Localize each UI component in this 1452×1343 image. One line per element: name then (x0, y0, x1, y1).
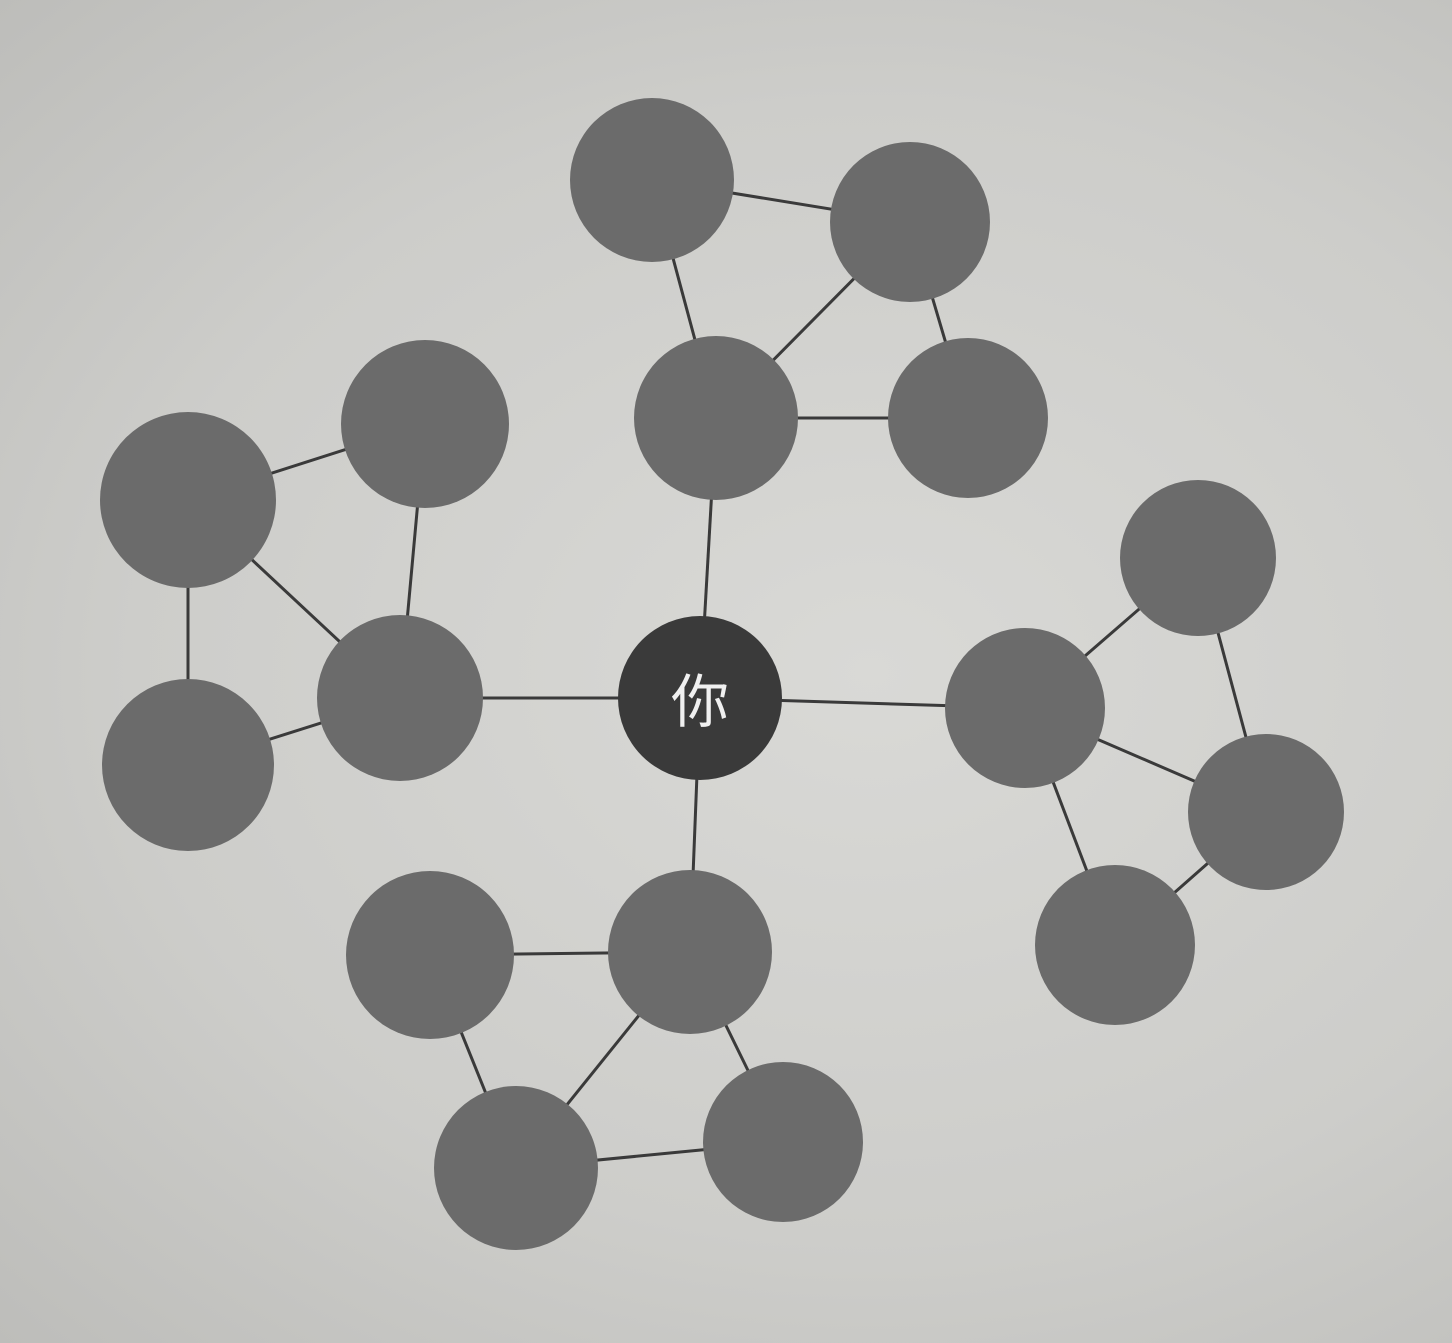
left-hub-node (317, 615, 483, 781)
right-node-1 (1120, 480, 1276, 636)
center-node (618, 616, 782, 780)
left-node-2 (100, 412, 276, 588)
top-node-1 (570, 98, 734, 262)
right-hub-node (945, 628, 1105, 788)
center-node-group: 你 (618, 616, 782, 780)
left-node-1 (341, 340, 509, 508)
right-node-2 (1188, 734, 1344, 890)
bottom-node-3 (703, 1062, 863, 1222)
center-node-label: 你 (671, 668, 729, 736)
bottom-hub-node (608, 870, 772, 1034)
top-node-3 (888, 338, 1048, 498)
nodes-group (100, 98, 1344, 1250)
bottom-node-2 (434, 1086, 598, 1250)
bottom-node-1 (346, 871, 514, 1039)
left-node-3 (102, 679, 274, 851)
right-node-3 (1035, 865, 1195, 1025)
top-node-2 (830, 142, 990, 302)
top-hub-node (634, 336, 798, 500)
